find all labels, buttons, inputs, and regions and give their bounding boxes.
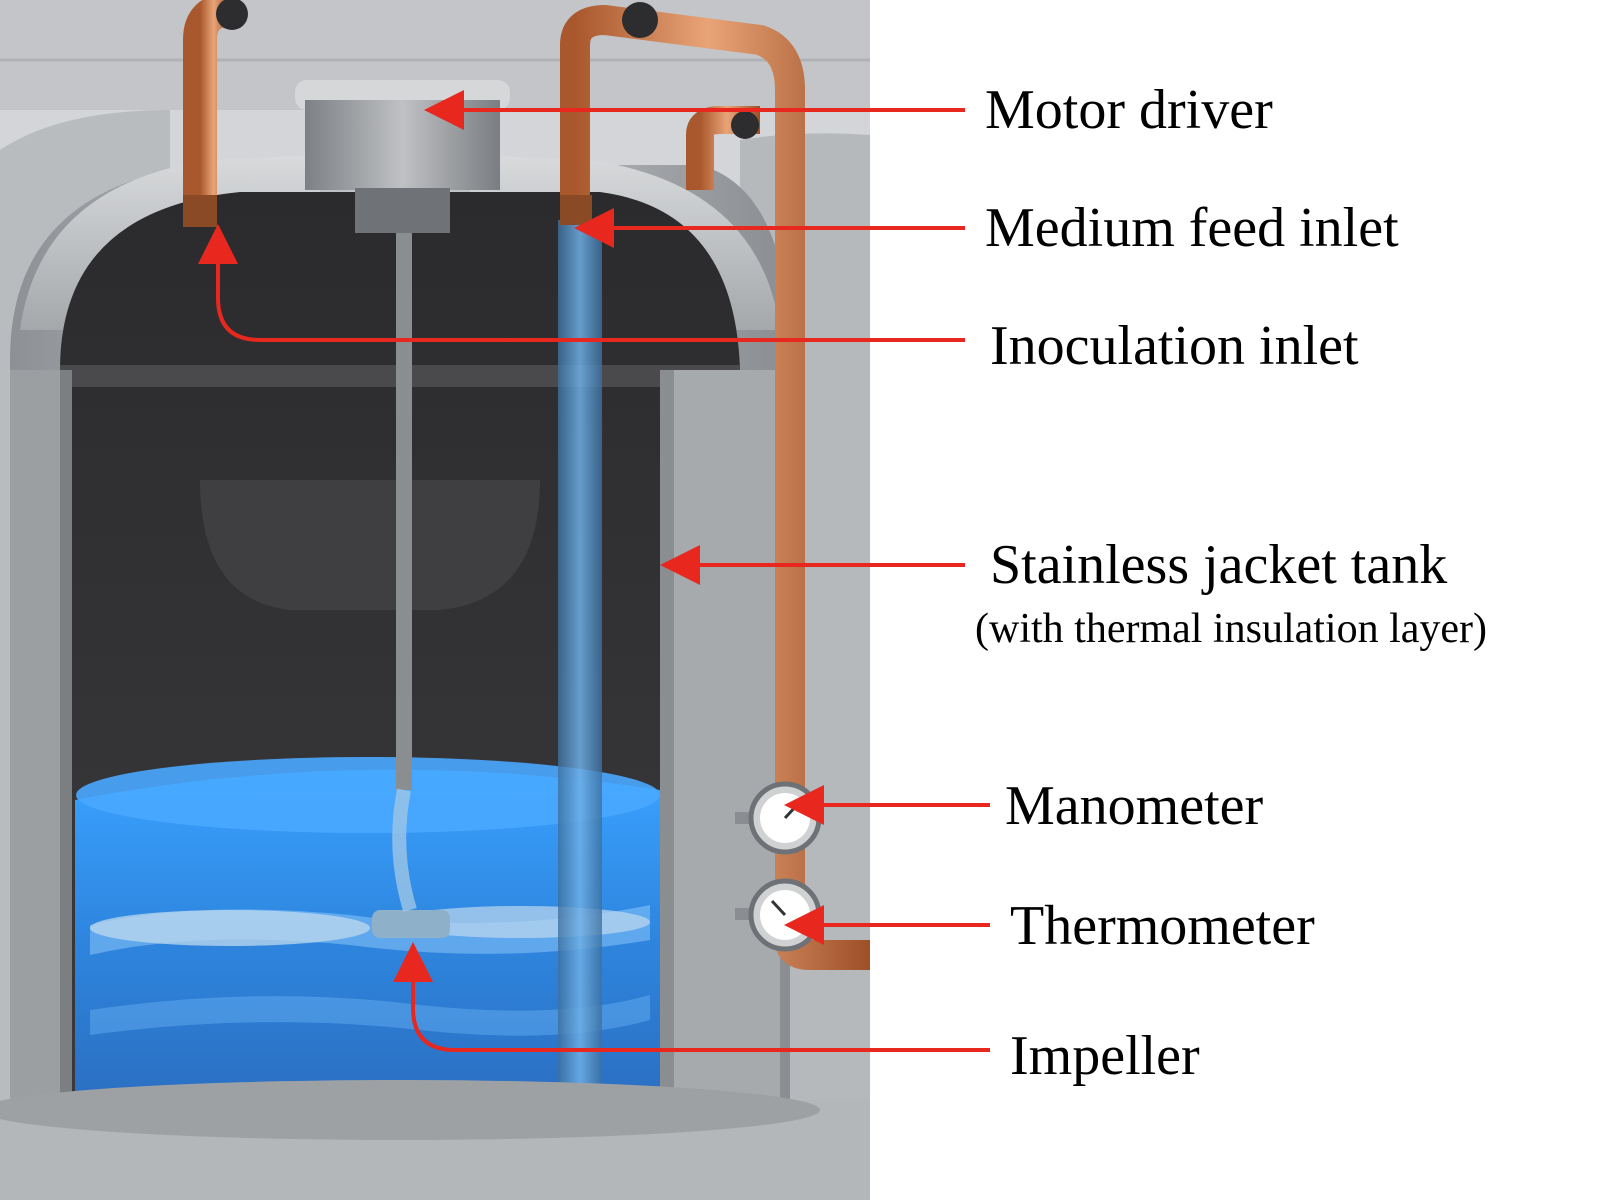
motor-coupling: [355, 188, 450, 233]
label-thermometer: Thermometer: [1010, 895, 1315, 957]
label-stainless-jacket-tank: Stainless jacket tank: [990, 534, 1448, 596]
impeller-blade-left: [90, 910, 370, 946]
label-inoculation-inlet: Inoculation inlet: [990, 315, 1359, 377]
label-impeller: Impeller: [1010, 1025, 1200, 1087]
label-motor-driver: Motor driver: [985, 79, 1273, 141]
medium-feed-pipe: [560, 4, 870, 970]
motor-body: [305, 100, 500, 190]
arrow-impeller: [393, 942, 990, 1052]
medium-feed-stream: [558, 220, 602, 1100]
label-medium-feed-inlet: Medium feed inlet: [985, 197, 1399, 259]
impeller-hub: [372, 910, 450, 938]
arrow-inoculation-inlet: [198, 224, 965, 342]
agitator-shaft: [396, 230, 412, 790]
label-manometer: Manometer: [1005, 775, 1264, 837]
culture-medium: [75, 769, 660, 1100]
label-thermal-insulation-note: (with thermal insulation layer): [975, 606, 1488, 652]
